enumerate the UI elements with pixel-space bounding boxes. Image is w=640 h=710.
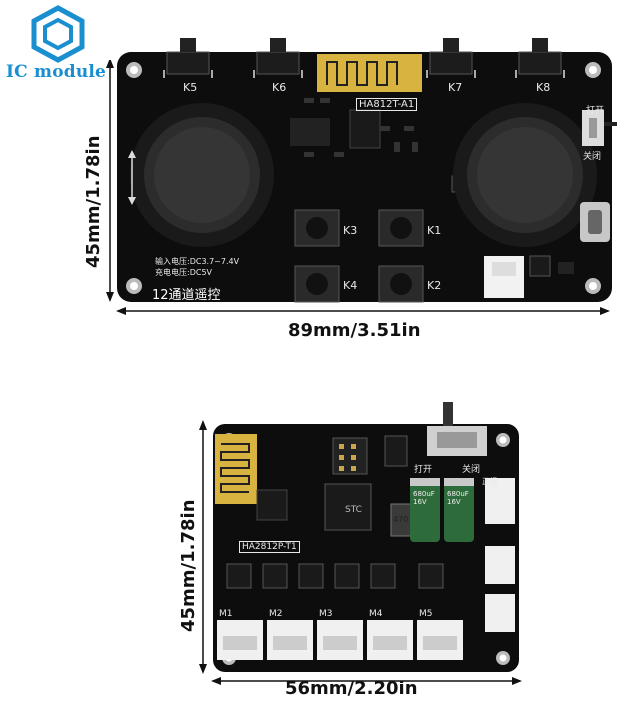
key-label-k6: K6 (272, 81, 287, 94)
motor-label-m5: M5 (419, 609, 433, 619)
button-label-k3: K3 (343, 224, 358, 237)
motor-label-m2: M2 (269, 609, 283, 619)
bottom-width-label: 56mm/2.20in (285, 678, 418, 699)
key-label-k8: K8 (536, 81, 551, 94)
bottom-height-label: 45mm/1.78in (178, 499, 199, 632)
switch-on-label: 打开 (586, 106, 605, 116)
inductor-label: 470 (393, 515, 409, 524)
bottom-chip-label: HA2812P-T1 (239, 541, 300, 553)
top-dimension-lines (106, 60, 610, 315)
motor-label-m1: M1 (219, 609, 233, 619)
cap2-label: 680uF 16V (447, 490, 469, 506)
key-label-k5: K5 (183, 81, 198, 94)
bottom-switch-on-label: 打开 (414, 465, 433, 475)
motor-label-m4: M4 (369, 609, 383, 619)
button-label-k1: K1 (427, 224, 442, 237)
key-label-k7: K7 (448, 81, 463, 94)
top-board-image (117, 38, 617, 303)
bottom-switch-off-label: 关闭 (462, 465, 481, 475)
bottom-board-image (213, 402, 519, 672)
positive-label: 正极 (482, 477, 498, 486)
button-label-k4: K4 (343, 279, 358, 292)
cap1-label: 680uF 16V (413, 490, 435, 506)
chip-label: HA812T-A1 (356, 98, 418, 111)
motor-label-m3: M3 (319, 609, 333, 619)
top-height-label: 45mm/1.78in (83, 135, 104, 268)
button-label-k2: K2 (427, 279, 442, 292)
bottom-dimension-lines (199, 420, 522, 685)
logo-text: IC module (6, 62, 107, 82)
voltage-charge-label: 充电电压:DC5V (155, 268, 213, 277)
top-width-label: 89mm/3.51in (288, 320, 421, 341)
voltage-input-label: 输入电压:DC3.7~7.4V (155, 257, 240, 266)
logo-hexagon-icon (31, 5, 85, 63)
switch-off-label: 关闭 (583, 152, 602, 162)
board-name-label: 12通道遥控 (152, 288, 221, 303)
mcu-label: STC (345, 505, 362, 515)
